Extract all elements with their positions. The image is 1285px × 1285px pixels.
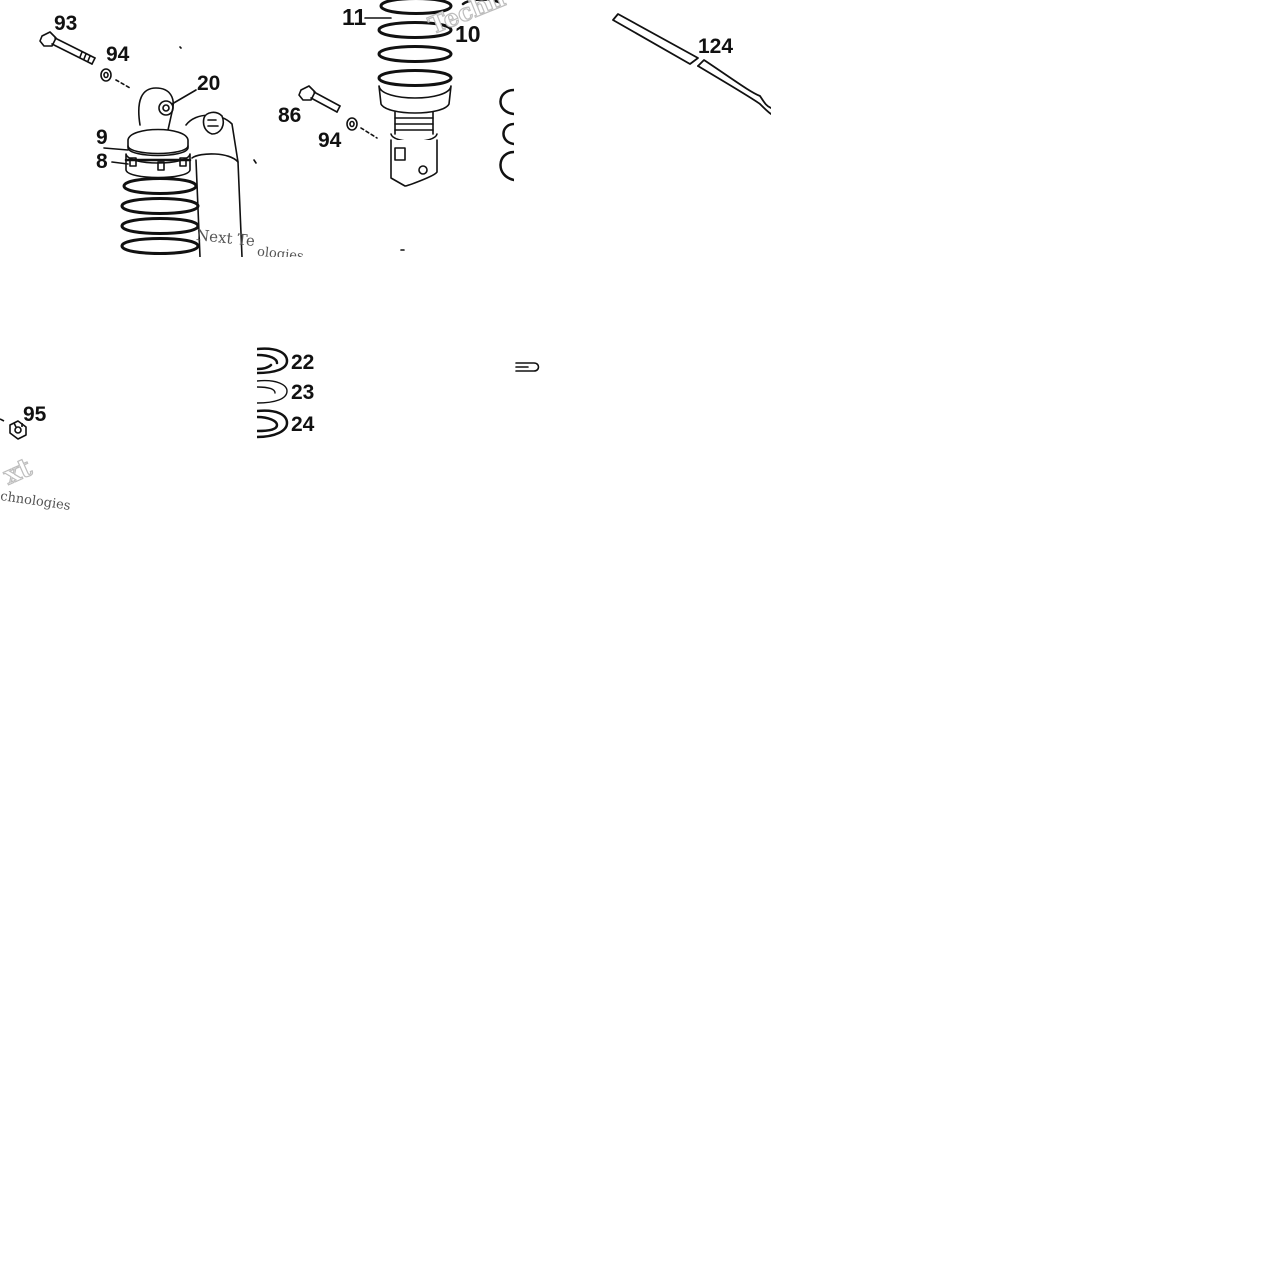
tile-nut: 95 xt chnologies bbox=[0, 257, 257, 514]
tile-left-shock-assembly: 93 94 20 9 8 Next Te bbox=[0, 0, 257, 257]
shock-lower-body-icon bbox=[378, 85, 452, 187]
callout-20: 20 bbox=[197, 72, 221, 95]
seal-ring-23-icon bbox=[257, 379, 288, 404]
callout-23: 23 bbox=[291, 381, 315, 404]
upper-eye-mount-icon bbox=[138, 87, 197, 131]
tile-seal-rings: 22 23 24 bbox=[257, 257, 514, 514]
callout-94-left: 94 bbox=[106, 43, 130, 66]
callout-8: 8 bbox=[96, 150, 108, 173]
clip-fragment-icon bbox=[515, 362, 540, 372]
nut-drawing bbox=[0, 418, 27, 440]
nut-95-icon bbox=[9, 420, 27, 440]
callout-93: 93 bbox=[54, 12, 78, 35]
tile-clip bbox=[514, 257, 771, 514]
coil-spring-icon bbox=[120, 177, 200, 255]
callout-9: 9 bbox=[96, 126, 108, 149]
bolt-93-icon bbox=[39, 31, 96, 65]
tile-right-shock-lower: 11 10 86 94 Techn ologies bbox=[257, 0, 514, 257]
callout-94-right: 94 bbox=[318, 129, 342, 152]
callout-24: 24 bbox=[291, 413, 315, 436]
callout-86: 86 bbox=[278, 104, 302, 127]
callout-95: 95 bbox=[23, 403, 47, 426]
coil-spring-lower-icon bbox=[377, 0, 453, 87]
bolt-86-icon bbox=[298, 85, 341, 113]
clip-drawing bbox=[515, 362, 540, 372]
washer-94-right-icon bbox=[346, 117, 358, 131]
left-shock-drawing bbox=[39, 31, 257, 257]
tile-strap: 124 bbox=[514, 0, 771, 257]
callout-22: 22 bbox=[291, 351, 315, 374]
callout-11: 11 bbox=[342, 4, 367, 30]
seal-ring-24-icon bbox=[257, 409, 289, 439]
right-shock-drawing bbox=[298, 0, 514, 251]
seal-rings-drawing bbox=[257, 347, 289, 439]
callout-124: 124 bbox=[698, 35, 734, 58]
seal-ring-22-icon bbox=[257, 347, 289, 375]
partial-seal-rings-icon bbox=[499, 88, 514, 182]
callout-10: 10 bbox=[455, 21, 481, 47]
washer-94-icon bbox=[100, 68, 112, 82]
spring-adjuster-icon bbox=[124, 128, 192, 179]
strap-drawing bbox=[612, 13, 771, 115]
strap-124-icon bbox=[612, 13, 771, 115]
